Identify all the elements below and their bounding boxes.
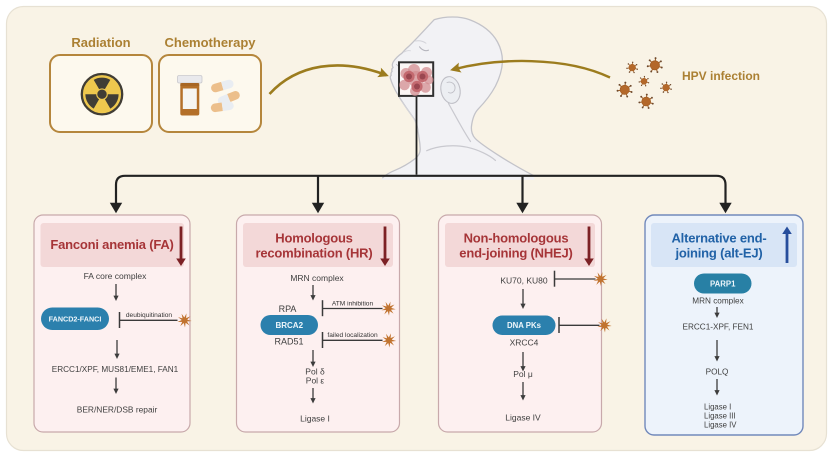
svg-text:deubiquitination: deubiquitination bbox=[126, 312, 173, 319]
svg-text:joining (alt-EJ): joining (alt-EJ) bbox=[674, 246, 762, 261]
svg-text:Ligase IV: Ligase IV bbox=[505, 413, 541, 423]
svg-text:DNA PKs: DNA PKs bbox=[507, 321, 542, 330]
svg-text:ERCC1-XPF, FEN1: ERCC1-XPF, FEN1 bbox=[683, 323, 754, 332]
svg-text:recombination (HR): recombination (HR) bbox=[255, 246, 372, 261]
svg-text:FANCD2-FANCI: FANCD2-FANCI bbox=[49, 314, 102, 323]
svg-text:RPA: RPA bbox=[279, 304, 297, 314]
svg-text:Homologous: Homologous bbox=[275, 231, 352, 246]
svg-text:Fanconi anemia (FA): Fanconi anemia (FA) bbox=[50, 237, 173, 252]
svg-text:Chemotherapy: Chemotherapy bbox=[164, 35, 256, 50]
svg-text:Alternative end-: Alternative end- bbox=[671, 231, 766, 246]
svg-text:BER/NER/DSB repair: BER/NER/DSB repair bbox=[77, 405, 158, 415]
svg-text:Ligase IV: Ligase IV bbox=[704, 421, 737, 430]
svg-text:PARP1: PARP1 bbox=[710, 279, 736, 288]
svg-text:Ligase I: Ligase I bbox=[704, 403, 731, 412]
svg-text:Non-homologous: Non-homologous bbox=[464, 231, 569, 246]
svg-text:Pol δ: Pol δ bbox=[305, 367, 325, 377]
svg-text:POLQ: POLQ bbox=[706, 368, 729, 377]
svg-text:HPV infection: HPV infection bbox=[682, 69, 760, 83]
svg-text:MRN complex: MRN complex bbox=[290, 273, 344, 283]
svg-text:end-joining (NHEJ): end-joining (NHEJ) bbox=[459, 246, 572, 261]
svg-text:Pol ε: Pol ε bbox=[306, 376, 325, 386]
svg-text:MRN complex: MRN complex bbox=[692, 297, 743, 306]
svg-text:Radiation: Radiation bbox=[71, 35, 130, 50]
svg-text:XRCC4: XRCC4 bbox=[510, 338, 539, 348]
svg-text:Ligase I: Ligase I bbox=[300, 414, 330, 424]
svg-text:KU70, KU80: KU70, KU80 bbox=[500, 276, 548, 286]
svg-text:ERCC1/XPF, MUS81/EME1, FAN1: ERCC1/XPF, MUS81/EME1, FAN1 bbox=[52, 365, 179, 374]
svg-text:failed localization: failed localization bbox=[327, 332, 378, 339]
svg-text:Ligase III: Ligase III bbox=[704, 412, 736, 421]
svg-text:RAD51: RAD51 bbox=[274, 337, 303, 347]
svg-text:FA core complex: FA core complex bbox=[84, 271, 148, 281]
svg-text:BRCA2: BRCA2 bbox=[275, 321, 303, 330]
svg-text:Pol μ: Pol μ bbox=[513, 369, 533, 379]
svg-text:ATM inhibition: ATM inhibition bbox=[332, 300, 374, 307]
